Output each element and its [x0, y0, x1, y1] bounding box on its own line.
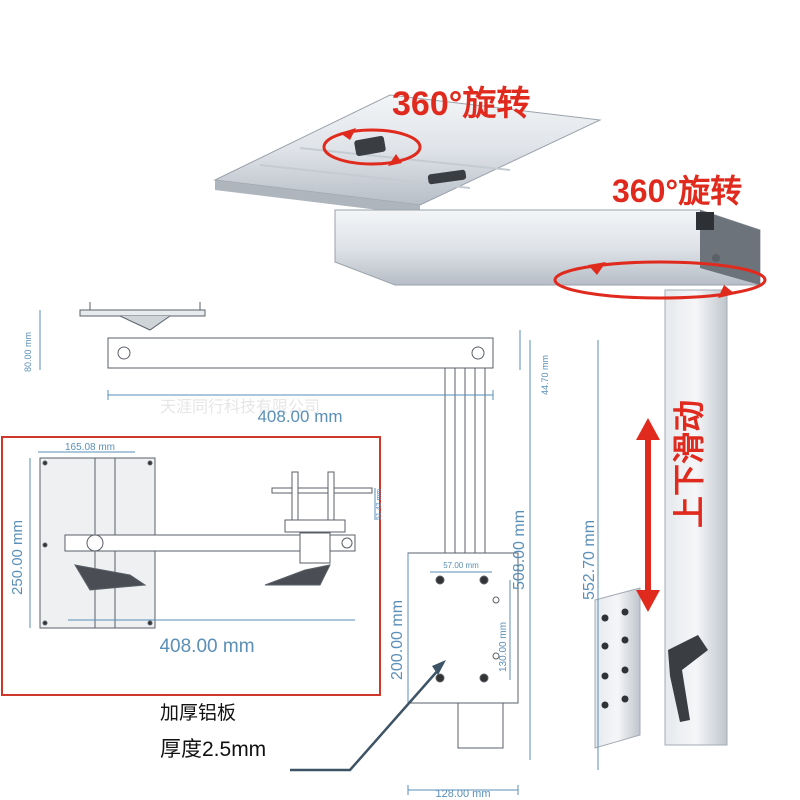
rotation-indicator-top [322, 128, 422, 166]
dim-inset-length: 408.00 mm [159, 636, 254, 657]
dimension-lines [39, 310, 599, 795]
dim-top-height: 80.00 mm [23, 332, 33, 372]
plate-callout: 加厚铝板 厚度2.5mm [160, 660, 446, 772]
rotation-indicator-right [553, 260, 767, 300]
dim-hole-spacing-v: 130.00 mm [498, 622, 509, 672]
rotate-label-right: 360°旋转 [612, 173, 742, 209]
dim-right-height: 552.70 mm [581, 520, 598, 600]
dim-inset-height: 250.00 mm [9, 520, 26, 595]
rotate-label-top: 360°旋转 [392, 85, 530, 123]
dim-arm-height: 44.70 mm [540, 355, 550, 395]
product-render-top [213, 94, 761, 749]
slide-label: 上下滑动 [671, 400, 707, 528]
dim-inset-width: 165.08 mm [65, 442, 115, 453]
dim-arm-length: 408.00 mm [257, 407, 342, 426]
slide-arrow [636, 418, 660, 612]
dim-hole-spacing-h: 57.00 mm [443, 561, 479, 570]
callout-line2: 厚度2.5mm [160, 738, 266, 761]
watermark: 天涯同行科技有限公司 [160, 398, 320, 416]
inset-panel: 165.08 mm 250.00 mm 51.42 mm 408.00 mm [1, 436, 383, 696]
dim-plate-width: 128.00 mm [435, 788, 490, 800]
dim-total-drop: 508.00 mm [511, 510, 528, 590]
dim-inset-small: 51.42 mm [376, 489, 383, 520]
dim-plate-height: 200.00 mm [389, 600, 406, 680]
callout-line1: 加厚铝板 [160, 702, 236, 724]
front-view-drawing [79, 302, 519, 749]
